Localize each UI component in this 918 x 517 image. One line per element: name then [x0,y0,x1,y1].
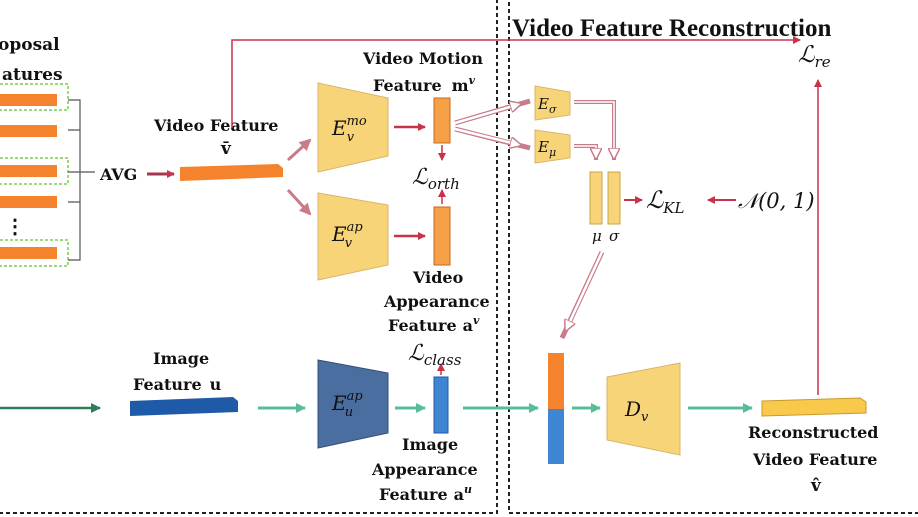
class-loss-label: ℒclass [408,341,462,369]
left-dashed-box [0,0,498,514]
avg-label: AVG [99,165,137,184]
reconstructed-label: Reconstructed [748,423,878,442]
motion-feature-bar [433,97,451,144]
video-feature-bar [180,164,283,181]
mu-bar [589,171,603,225]
image-feature-bar [130,397,238,416]
reconstructed-feature-bar [761,397,867,417]
mu-label: μ [592,227,602,245]
ellipsis-dots: ⋮ [5,214,25,238]
video-appearance-feature-bar [433,206,451,266]
normal-distribution-label: 𝒩(0, 1) [738,189,815,213]
video-appearance-label: Video [412,268,464,287]
reconstructed-label-2: Video Feature [752,450,877,469]
aggregation-bracket [68,99,95,261]
video-decoder [606,362,681,456]
arrow-to-motion-encoder [286,138,312,162]
kl-loss-label: ℒKL [646,186,685,217]
concat-motion-part [548,353,564,409]
video-appearance-encoder [317,192,389,281]
mu-to-mu-bar [574,144,598,160]
mu-encoder [534,129,571,164]
proposal-feature-stack [0,83,69,267]
arrow-to-mu-encoder-inner [454,127,520,145]
proposal-label-fragment: oposal [0,35,60,55]
arrow-latent-to-concat-inner [566,251,604,330]
motion-encoder [317,82,389,173]
section-title: Video Feature Reconstruction [512,15,831,42]
reconstructed-symbol: v̂ [810,476,822,496]
features-label-fragment: atures [2,65,63,85]
reconstruction-dashed-box [508,0,918,514]
sigma-bar [607,171,621,225]
arrow-to-sigma-encoder-inner [454,104,520,125]
image-appearance-label: Image [402,435,458,454]
orth-loss-label: ℒorth [412,165,460,193]
sigma-encoder [534,85,571,121]
motion-feature-label: Video Motion [362,49,483,68]
mu-to-mu-bar-inner [574,145,596,158]
sigma-encoder-label: Eσ [537,95,557,116]
reconstruction-loss-label: ℒre [798,42,831,71]
video-feature-symbol: v̄ [220,139,232,159]
image-appearance-encoder [317,359,389,449]
reconstruction-loss-line-top [231,36,801,128]
arrow-to-appearance-encoder [286,188,312,216]
video-feature-label: Video Feature [153,116,278,135]
sigma-label: σ [609,227,620,245]
video-appearance-label-2: Appearance [383,292,490,311]
sigma-to-sigma-bar-inner [574,101,614,158]
decoder-label: Dv [624,397,649,425]
image-feature-label: Image [153,349,209,368]
image-appearance-feature-bar [433,376,449,434]
image-appearance-label-2: Appearance [371,460,478,479]
mu-encoder-label: Eμ [537,138,556,159]
concat-appearance-part [548,409,564,464]
